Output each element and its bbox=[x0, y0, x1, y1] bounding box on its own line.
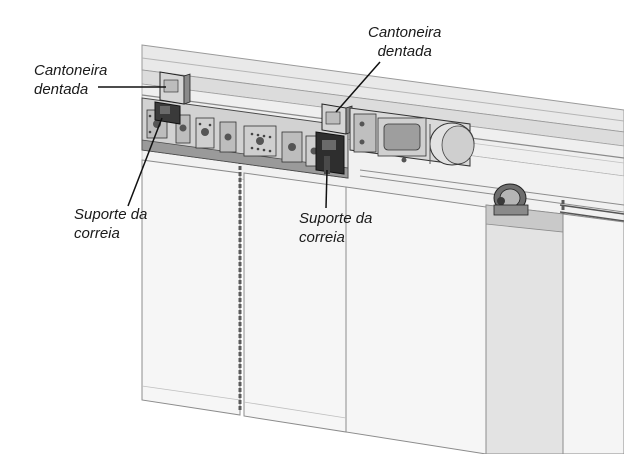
label-toothed-bracket-right: Cantoneira dentada bbox=[368, 23, 441, 61]
toothed-bracket-left bbox=[159, 71, 191, 105]
leader-belt-support-right bbox=[325, 169, 328, 209]
label-line: correia bbox=[299, 229, 345, 246]
leader-toothed-bracket-right bbox=[335, 61, 381, 113]
label-line: Suporte da bbox=[299, 210, 373, 227]
label-line: correia bbox=[74, 225, 120, 242]
label-belt-support-left: Suporte da correia bbox=[74, 205, 147, 243]
label-line: dentada bbox=[34, 81, 89, 98]
motor-unit bbox=[349, 107, 475, 167]
roller-wheel bbox=[493, 183, 529, 216]
label-line: dentada bbox=[377, 43, 432, 60]
label-toothed-bracket-left: Cantoneira dentada bbox=[34, 61, 107, 99]
moving-door-panel bbox=[485, 204, 624, 454]
label-line: Suporte da bbox=[74, 206, 148, 223]
belt-support-right bbox=[315, 131, 345, 175]
leader-belt-support-left bbox=[127, 117, 163, 207]
belt-carriage-module bbox=[141, 97, 349, 179]
label-line: Cantoneira bbox=[34, 62, 108, 79]
toothed-bracket-right bbox=[321, 103, 353, 135]
label-line: Cantoneira bbox=[368, 24, 442, 41]
fixed-door-panels bbox=[141, 159, 487, 454]
label-belt-support-right: Suporte da correia bbox=[299, 209, 372, 247]
belt-support-left bbox=[154, 101, 181, 125]
leader-lines bbox=[98, 61, 381, 209]
